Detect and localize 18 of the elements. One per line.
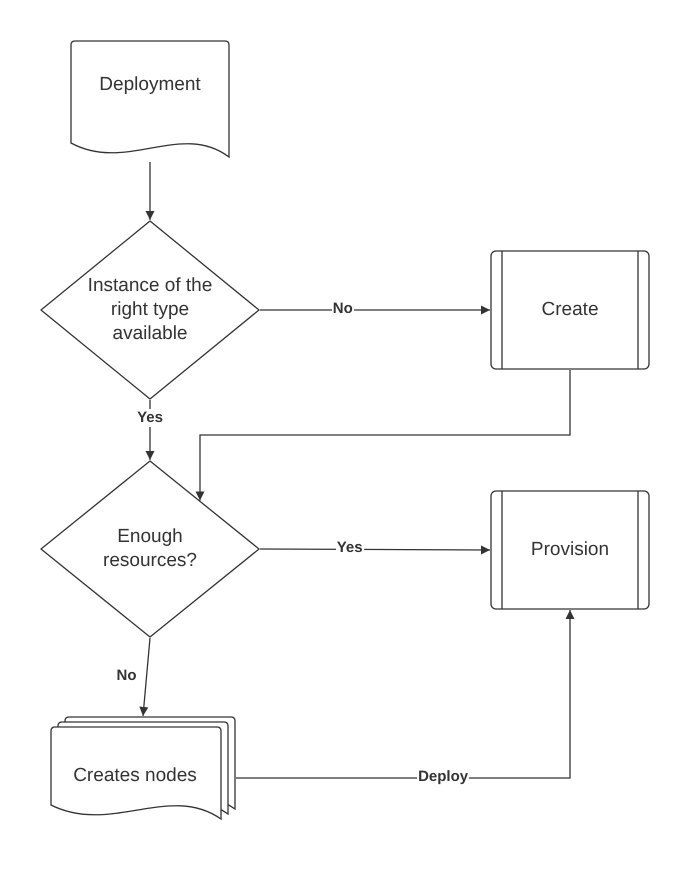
node-label: Instance of the right type available: [86, 274, 214, 346]
node-label: Creates nodes: [73, 764, 197, 788]
decision-diamond: [40, 220, 260, 400]
edge-label: Deploy: [417, 768, 470, 786]
arrow: [145, 162, 155, 220]
decision-diamond: [40, 460, 260, 638]
node-label: Provision: [530, 538, 610, 562]
node-label: Enough resources?: [102, 525, 198, 573]
node-label: Deployment: [99, 73, 201, 97]
arrow: [260, 305, 490, 315]
arrow: [195, 370, 571, 500]
edge-label: Yes: [136, 409, 164, 428]
arrow: [260, 545, 490, 554]
process-box: [490, 490, 650, 610]
node-label: Create: [541, 298, 599, 322]
arrow: [236, 610, 575, 779]
process-box: [490, 250, 650, 370]
arrow: [139, 638, 151, 716]
